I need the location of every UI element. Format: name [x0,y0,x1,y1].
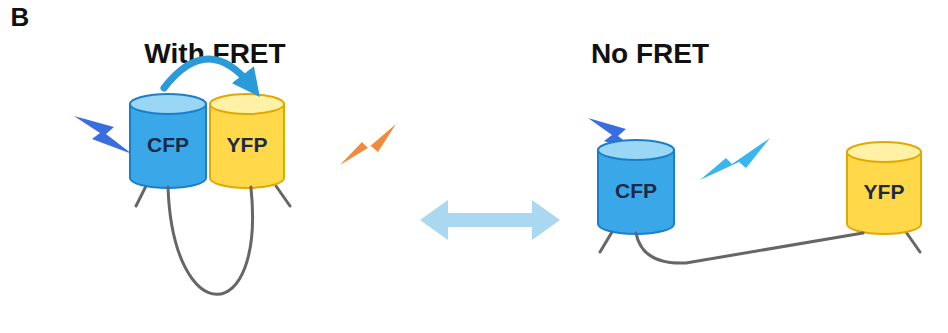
protein-tail [906,232,920,252]
protein-cylinder: CFP [128,92,208,190]
protein-tail [276,186,290,206]
equilibrium-arrow [420,200,560,240]
linker-line [168,187,253,294]
protein-label: CFP [128,133,208,157]
protein-label: YFP [845,180,923,204]
protein-tail [136,186,146,206]
linker-line [636,233,863,263]
excitation-bolt [74,116,132,154]
state-heading: No FRET [591,38,709,70]
protein-cylinder: CFP [596,138,676,236]
state-heading: With FRET [144,38,285,70]
protein-cylinder: YFP [845,140,923,236]
protein-label: CFP [596,179,676,203]
protein-tail [600,232,612,252]
emission-bolt [700,138,770,180]
emission-bolt [340,124,396,165]
panel-letter: B [11,2,30,33]
protein-label: YFP [208,133,286,157]
protein-cylinder: YFP [208,92,286,190]
